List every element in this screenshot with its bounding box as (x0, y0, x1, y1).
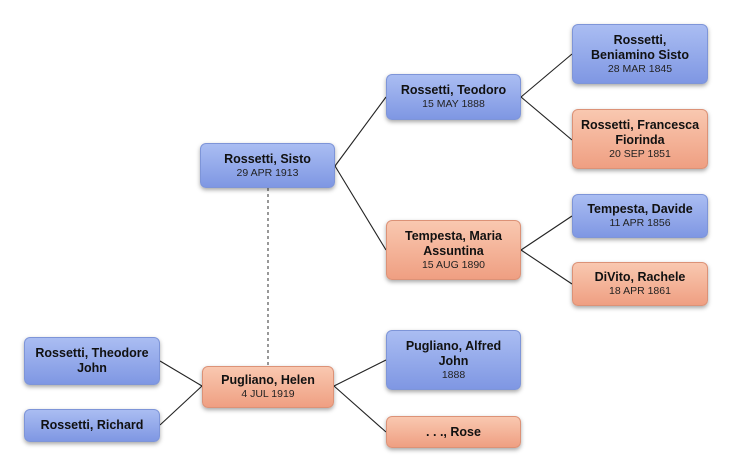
person-card-maria[interactable]: Tempesta, Maria Assuntina 15 AUG 1890 (386, 220, 521, 280)
connector-helen-rose (333, 385, 387, 433)
person-name: . . ., Rose (426, 424, 481, 439)
connector-richard-helen (159, 385, 203, 426)
person-card-teodoro[interactable]: Rossetti, Teodoro 15 MAY 1888 (386, 74, 521, 120)
person-birth-date: 4 JUL 1919 (241, 388, 295, 400)
person-name: Tempesta, Maria Assuntina (404, 228, 503, 258)
person-name: Rossetti, Theodore John (35, 346, 149, 375)
person-name: DiVito, Rachele (594, 270, 686, 284)
person-card-alfred[interactable]: Pugliano, Alfred John 1888 (386, 330, 521, 390)
person-birth-date: 20 SEP 1851 (609, 147, 671, 160)
person-birth-date: 28 MAR 1845 (607, 62, 673, 75)
person-birth-date: 18 APR 1861 (609, 285, 671, 297)
person-card-rachele[interactable]: DiVito, Rachele 18 APR 1861 (572, 262, 708, 306)
person-birth-date: 1888 (441, 368, 466, 381)
person-card-sisto[interactable]: Rossetti, Sisto 29 APR 1913 (200, 143, 335, 188)
person-card-davide[interactable]: Tempesta, Davide 11 APR 1856 (572, 194, 708, 238)
connector-teodoro-francesca (520, 96, 573, 141)
person-card-theodore-john[interactable]: Rossetti, Theodore John (24, 337, 160, 385)
person-name: Tempesta, Davide (587, 202, 693, 216)
person-card-rose[interactable]: . . ., Rose (386, 416, 521, 448)
connector-sisto-teodoro (334, 96, 387, 167)
connector-helen-alfred (333, 359, 387, 387)
person-birth-date: 15 MAY 1888 (422, 98, 485, 110)
person-name: Pugliano, Helen (221, 373, 315, 387)
connector-sisto-maria (334, 165, 387, 251)
connector-theodore-helen (159, 360, 203, 387)
person-name: Rossetti, Francesca Fiorinda (580, 117, 700, 147)
person-card-beniamino[interactable]: Rossetti, Beniamino Sisto 28 MAR 1845 (572, 24, 708, 84)
person-name: Rossetti, Sisto (224, 151, 311, 166)
person-birth-date: 11 APR 1856 (609, 217, 671, 229)
person-name: Rossetti, Beniamino Sisto (591, 32, 689, 62)
connector-teodoro-beniamino (520, 53, 573, 98)
person-card-richard[interactable]: Rossetti, Richard (24, 409, 160, 442)
person-name: Rossetti, Teodoro (400, 83, 507, 97)
person-name: Pugliano, Alfred John (405, 338, 502, 368)
person-birth-date: 29 APR 1913 (236, 166, 299, 179)
person-name: Rossetti, Richard (40, 418, 144, 432)
connector-maria-davide (520, 215, 573, 251)
person-birth-date: 15 AUG 1890 (421, 258, 486, 271)
person-card-helen[interactable]: Pugliano, Helen 4 JUL 1919 (202, 366, 334, 408)
connector-maria-rachele (520, 249, 573, 285)
person-card-francesca[interactable]: Rossetti, Francesca Fiorinda 20 SEP 1851 (572, 109, 708, 169)
